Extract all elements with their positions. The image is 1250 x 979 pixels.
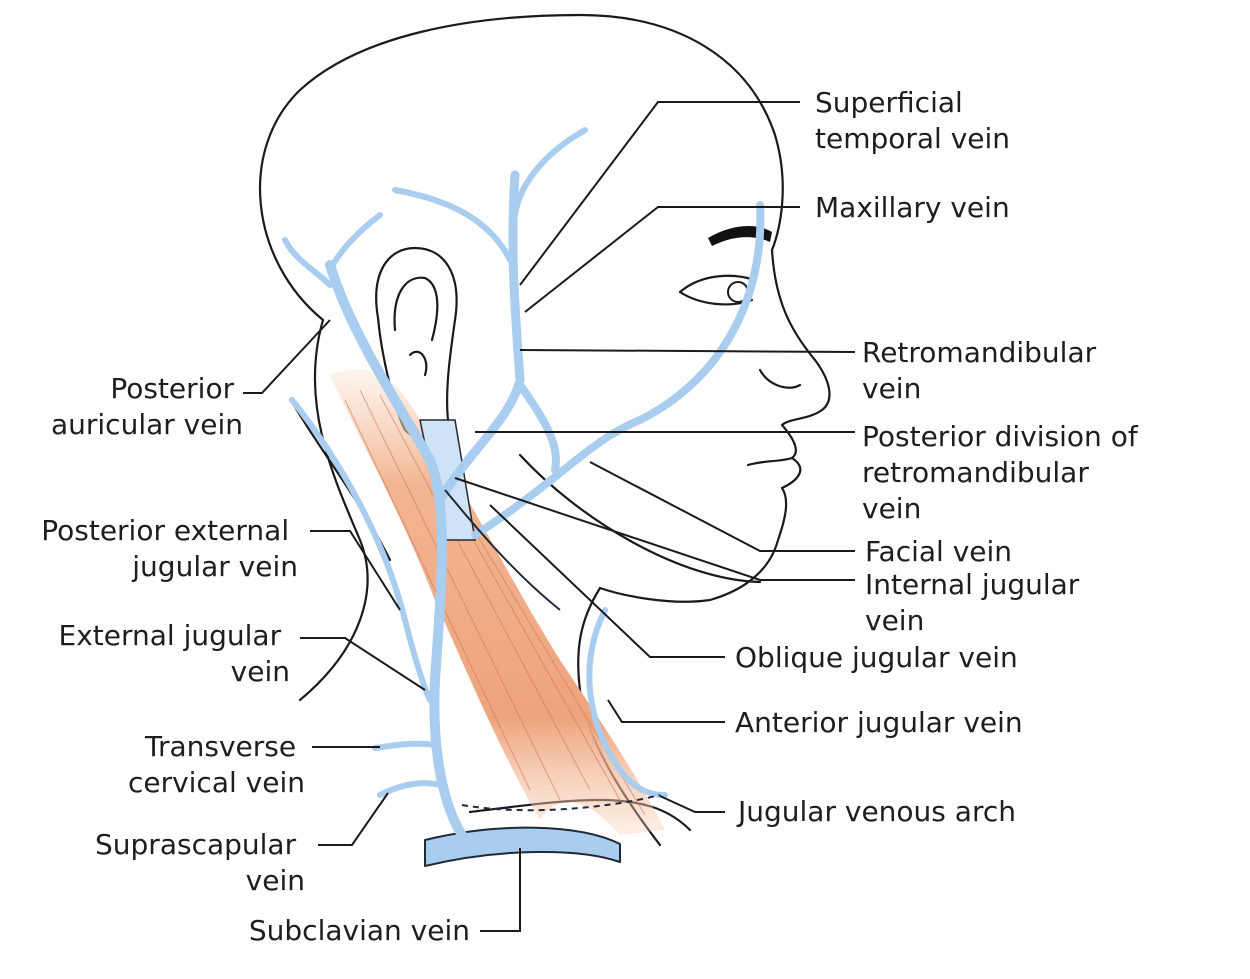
facial-vein-shape bbox=[471, 201, 765, 539]
label-suprascapular-vein: Suprascapular vein bbox=[95, 828, 305, 897]
label-jugular-venous-arch: Jugular venous arch bbox=[736, 795, 1016, 828]
labels: Superficial temporal vein Maxillary vein… bbox=[41, 86, 1147, 947]
label-external-jugular-vein: External jugular vein bbox=[59, 619, 290, 688]
superficial-temporal-branches bbox=[392, 127, 588, 263]
suprascapular-shape bbox=[377, 780, 443, 798]
label-posterior-division: Posterior division of retromandibular ve… bbox=[862, 420, 1147, 525]
label-transverse-cervical-vein: Transverse cervical vein bbox=[128, 730, 305, 799]
external-jugular-vein-shape bbox=[325, 260, 467, 840]
label-posterior-external-jugular-vein: Posterior external jugular vein bbox=[41, 514, 298, 583]
transverse-cervical-shape bbox=[372, 740, 439, 751]
label-superficial-temporal-vein: Superficial temporal vein bbox=[815, 86, 1010, 155]
label-subclavian-vein: Subclavian vein bbox=[249, 914, 470, 947]
leader-lines bbox=[243, 101, 856, 932]
subclavian-vein-shape bbox=[424, 826, 621, 867]
vein-network bbox=[282, 127, 765, 867]
jugular-venous-arch-shape bbox=[461, 794, 661, 812]
label-facial-vein: Facial vein bbox=[865, 535, 1012, 568]
posterior-external-jugular-shape bbox=[289, 397, 433, 703]
posterior-division-shape bbox=[516, 381, 560, 474]
posterior-auricular-shape bbox=[282, 212, 383, 288]
label-internal-jugular-vein: Internal jugular vein bbox=[865, 568, 1088, 637]
label-oblique-jugular-vein: Oblique jugular vein bbox=[735, 641, 1018, 674]
label-retromandibular-vein: Retromandibular vein bbox=[862, 336, 1105, 405]
label-posterior-auricular-vein: Posterior auricular vein bbox=[51, 372, 243, 441]
label-maxillary-vein: Maxillary vein bbox=[815, 191, 1010, 224]
label-anterior-jugular-vein: Anterior jugular vein bbox=[735, 706, 1023, 739]
retromandibular-vein-shape bbox=[435, 170, 525, 505]
anterior-jugular-shape bbox=[586, 607, 668, 798]
